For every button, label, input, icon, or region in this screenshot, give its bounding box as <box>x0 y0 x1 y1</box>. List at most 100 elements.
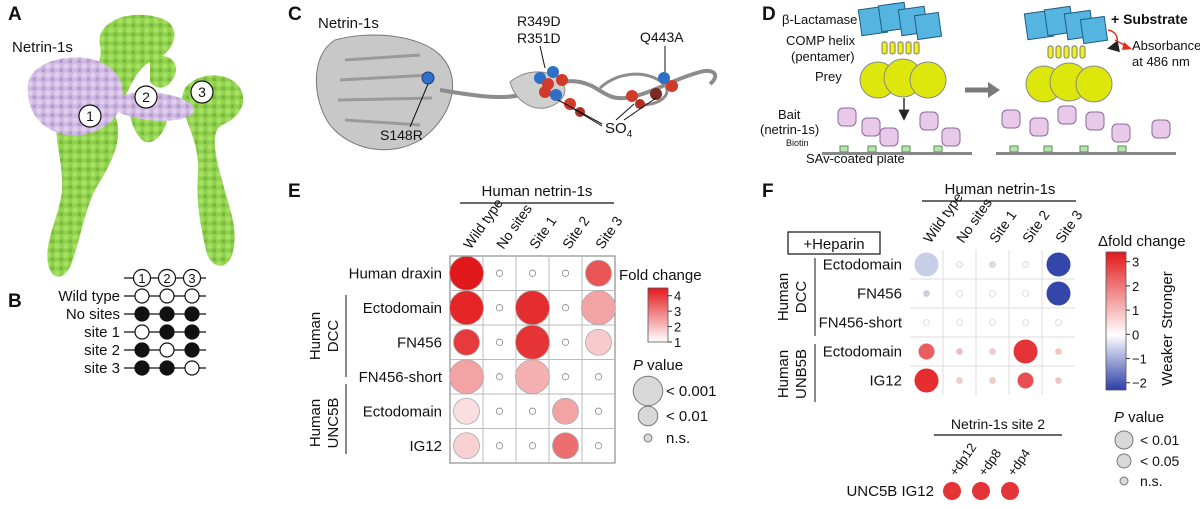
f-legend-title: Δfold change <box>1098 233 1186 250</box>
e-dot <box>594 442 603 450</box>
e-dot <box>449 359 484 395</box>
panel-letter-a: A <box>8 4 22 25</box>
assay-assembly-right <box>996 5 1176 155</box>
e-size-dot <box>632 375 664 407</box>
f-dot <box>1055 348 1062 355</box>
e-tick-label: 2 <box>674 320 681 335</box>
mutation-q443a: Q443A <box>640 29 684 45</box>
b-filled-dot <box>184 342 200 358</box>
e-header: Human netrin-1s <box>482 183 593 200</box>
f-dot <box>956 261 963 268</box>
e-group-labels: Human DCC Human UNC5B <box>307 295 347 454</box>
f-dot <box>989 261 996 268</box>
f-site2-header: Netrin-1s site 2 <box>951 416 1045 432</box>
svg-text:3: 3 <box>188 271 195 286</box>
prey-label: Prey <box>815 69 842 84</box>
f-dot <box>989 319 996 326</box>
f-column-label: Site 1 <box>986 207 1020 246</box>
e-pvalue-title: P value <box>633 357 683 374</box>
f-site2-column-label: +dp12 <box>946 440 979 479</box>
b-filled-dot <box>184 306 200 322</box>
b-filled-dot <box>159 360 175 376</box>
f-column-label: Site 3 <box>1052 207 1086 246</box>
f-dot <box>923 319 930 326</box>
e-dot <box>552 397 579 425</box>
e-size-label: < 0.01 <box>666 408 708 425</box>
e-dot <box>495 407 504 415</box>
e-size-dot <box>637 405 659 427</box>
e-dot <box>449 290 484 326</box>
e-tick-label: 1 <box>674 335 681 350</box>
e-dot <box>594 373 603 381</box>
svg-text:3: 3 <box>198 84 206 100</box>
svg-text:1: 1 <box>86 108 94 124</box>
absorbance-wavelength: at 486 nm <box>1132 54 1190 69</box>
mutation-s148r: S148R <box>380 127 423 143</box>
f-row-label: FN456-short <box>819 315 903 332</box>
e-group-unc5b-line2: UNC5B <box>325 398 342 449</box>
b-filled-dot <box>134 360 150 376</box>
e-dot <box>581 290 616 326</box>
f-size-dot <box>1119 476 1129 486</box>
f-dot <box>914 368 939 393</box>
e-tick-label: 3 <box>674 304 681 319</box>
f-site2-dot <box>972 482 990 500</box>
b-filled-dot <box>159 306 175 322</box>
absorbance-label: Absorbance <box>1132 38 1200 53</box>
f-dot <box>1013 339 1038 364</box>
site-marker-3: 3 <box>190 80 214 104</box>
f-colorbar <box>1105 251 1127 391</box>
e-group-unc5b-line1: Human <box>307 399 324 447</box>
e-legend-title: Fold change <box>619 267 702 284</box>
b-site-number-3: 3 <box>182 268 202 288</box>
e-dot <box>453 397 480 425</box>
e-dot <box>585 328 612 356</box>
f-dot <box>956 319 963 326</box>
e-dot <box>561 269 570 277</box>
f-dot <box>914 252 939 277</box>
panel-letter-b: B <box>8 291 22 312</box>
sulfate-spheres <box>421 66 678 117</box>
f-site2-dot <box>943 482 961 500</box>
f-dot <box>989 377 996 384</box>
f-dot <box>1055 377 1062 384</box>
b-row-label: site 1 <box>84 324 120 341</box>
b-filled-dot <box>134 342 150 358</box>
e-group-dcc-line2: DCC <box>325 320 342 353</box>
e-dot <box>585 259 612 287</box>
e-dot <box>495 269 504 277</box>
f-dot <box>1055 319 1062 326</box>
panel-letter-d: D <box>762 4 776 25</box>
f-size-dot <box>1116 453 1132 469</box>
comp-helix-label: COMP helix <box>786 33 856 48</box>
bait-netrin-label: (netrin-1s) <box>760 122 819 137</box>
panel-letter-f: F <box>762 181 774 202</box>
e-size-dot <box>643 433 653 443</box>
b-filled-dot <box>184 324 200 340</box>
e-dot <box>495 338 504 346</box>
b-row-label: No sites <box>66 306 120 323</box>
panel-letter-e: E <box>288 181 301 202</box>
b-open-dot <box>134 324 150 340</box>
f-tick-label: −2 <box>1132 376 1147 391</box>
heparin-box <box>787 231 881 255</box>
f-row-label: Ectodomain <box>823 257 902 274</box>
panel-letter-c: C <box>288 4 302 25</box>
f-size-label: < 0.05 <box>1140 453 1180 469</box>
e-tick-label: 4 <box>674 289 681 304</box>
e-row-label: Ectodomain <box>363 403 442 420</box>
b-site-number-2: 2 <box>157 268 177 288</box>
f-column-label: Site 2 <box>1019 207 1053 246</box>
e-row-label: IG12 <box>409 438 442 455</box>
f-dot <box>918 343 935 360</box>
f-pvalue-title: P value <box>1114 409 1164 426</box>
biotin-label: Biotin <box>786 138 809 148</box>
b-site-number-1: 1 <box>132 268 152 288</box>
f-dot <box>989 348 996 355</box>
e-dot <box>561 304 570 312</box>
